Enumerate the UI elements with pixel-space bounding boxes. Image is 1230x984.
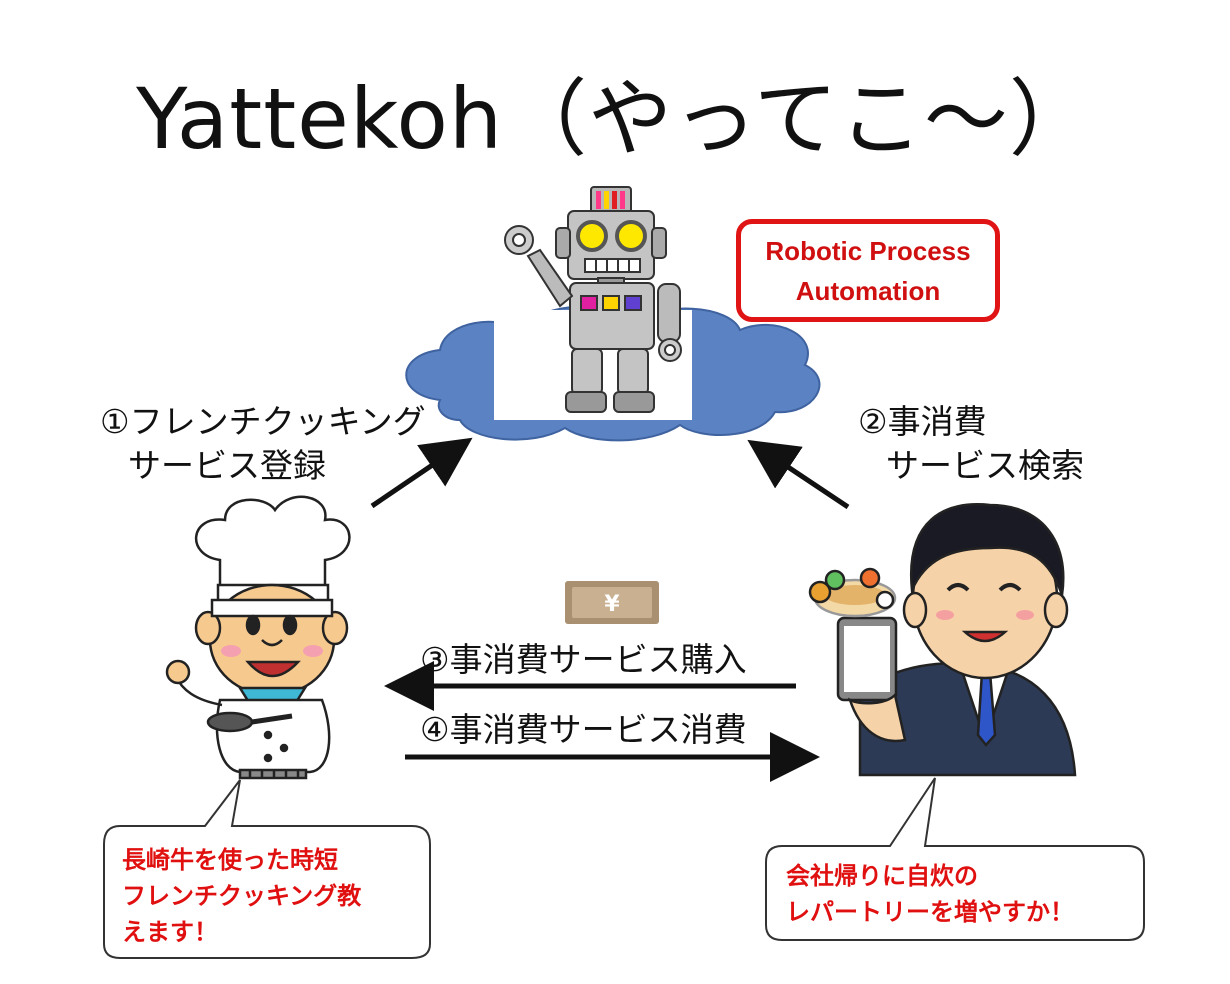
chef-speech-bubble (103, 779, 431, 959)
page-title: Yattekoh（やってこ～） (136, 70, 1094, 168)
rpa-line2: Automation (795, 275, 941, 306)
yen-banknote-icon: ¥ (565, 581, 659, 624)
rpa-line1: Robotic Process (765, 235, 971, 266)
chef-bubble-line2: フレンチクッキング教 (122, 882, 362, 910)
user-bubble-text: 会社帰りに自炊の レパートリーを増やすか！ (786, 858, 1074, 930)
chef-bubble-line3: えます！ (122, 918, 218, 946)
businessman-icon (808, 503, 1077, 777)
user-speech-bubble (765, 777, 1145, 941)
step1-line1: ①フレンチクッキング (100, 402, 426, 441)
yen-symbol: ¥ (604, 592, 620, 617)
arrow-step2 (747, 439, 850, 510)
robot-icon (504, 186, 682, 413)
chef-bubble-text: 長崎牛を使った時短 フレンチクッキング教 えます！ (122, 842, 361, 950)
step4-label: ④事消費サービス消費 (420, 710, 747, 749)
step2-line1: ②事消費 (858, 402, 987, 441)
chef-bubble-line1: 長崎牛を使った時短 (122, 846, 338, 874)
step2-label: ②事消費 サービス検索 (858, 400, 1084, 488)
cloud-icon (405, 305, 821, 442)
user-bubble-line2: レパートリーを増やすか！ (786, 898, 1074, 926)
chef-icon (165, 495, 351, 780)
user-bubble-line1: 会社帰りに自炊の (786, 862, 978, 890)
rpa-label-box: Robotic Process Automation (736, 219, 1000, 322)
step2-line2: サービス検索 (886, 446, 1084, 485)
step3-label: ③事消費サービス購入 (420, 640, 747, 679)
step1-line2: サービス登録 (128, 446, 326, 485)
arrow-step1 (370, 437, 473, 509)
step1-label: ①フレンチクッキング サービス登録 (100, 400, 426, 488)
